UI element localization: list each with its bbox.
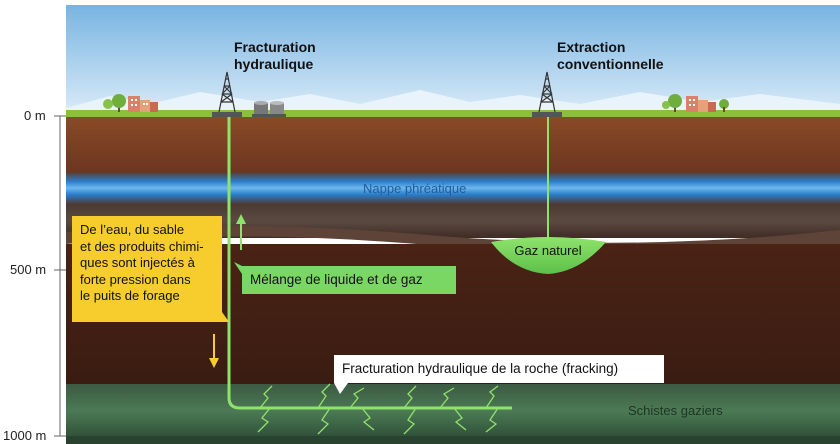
tree-icon [662, 94, 682, 112]
drilling-rig-icon [532, 71, 562, 117]
injection-callout: De l’eau, du sable et des produits chimi… [72, 216, 222, 322]
aquifer-label: Nappe phréatique [363, 181, 467, 196]
rig-title-conventional: Extraction conventionnelle [557, 39, 664, 72]
mixture-callout: Mélange de liquide et de gaz [242, 266, 456, 294]
storage-tank-icon [252, 101, 286, 117]
soil-layer-top [66, 117, 840, 175]
tree-icon [719, 99, 729, 112]
building-icon [128, 96, 158, 112]
arrow-down-icon [209, 334, 219, 368]
natural-gas-label: Gaz naturel [514, 243, 582, 258]
drilling-rig-icon [212, 71, 242, 117]
fracking-well [227, 117, 512, 410]
depth-label-1000: 1000 m [3, 428, 47, 443]
fracture-icon [257, 383, 499, 435]
aquifer-layer [66, 172, 840, 204]
callout-green-pointer [234, 262, 242, 274]
natural-gas-pocket [491, 237, 606, 274]
fracking-rock-callout: Fracturation hydraulique de la roche (fr… [334, 355, 664, 383]
shale-label: Schistes gaziers [628, 403, 723, 418]
callout-white-pointer [334, 383, 348, 394]
shale-layer [66, 384, 840, 438]
callout-yellow-pointer [222, 312, 229, 322]
depth-label-500: 500 m [10, 262, 47, 277]
building-icon [686, 96, 716, 112]
grass-strip [66, 110, 840, 117]
arrow-up-icon [236, 214, 246, 250]
depth-label-0: 0 m [24, 108, 46, 123]
tree-icon [103, 94, 126, 112]
rig-title-fracking: Fracturation hydraulique [234, 39, 316, 72]
shale-bottom [66, 436, 840, 444]
